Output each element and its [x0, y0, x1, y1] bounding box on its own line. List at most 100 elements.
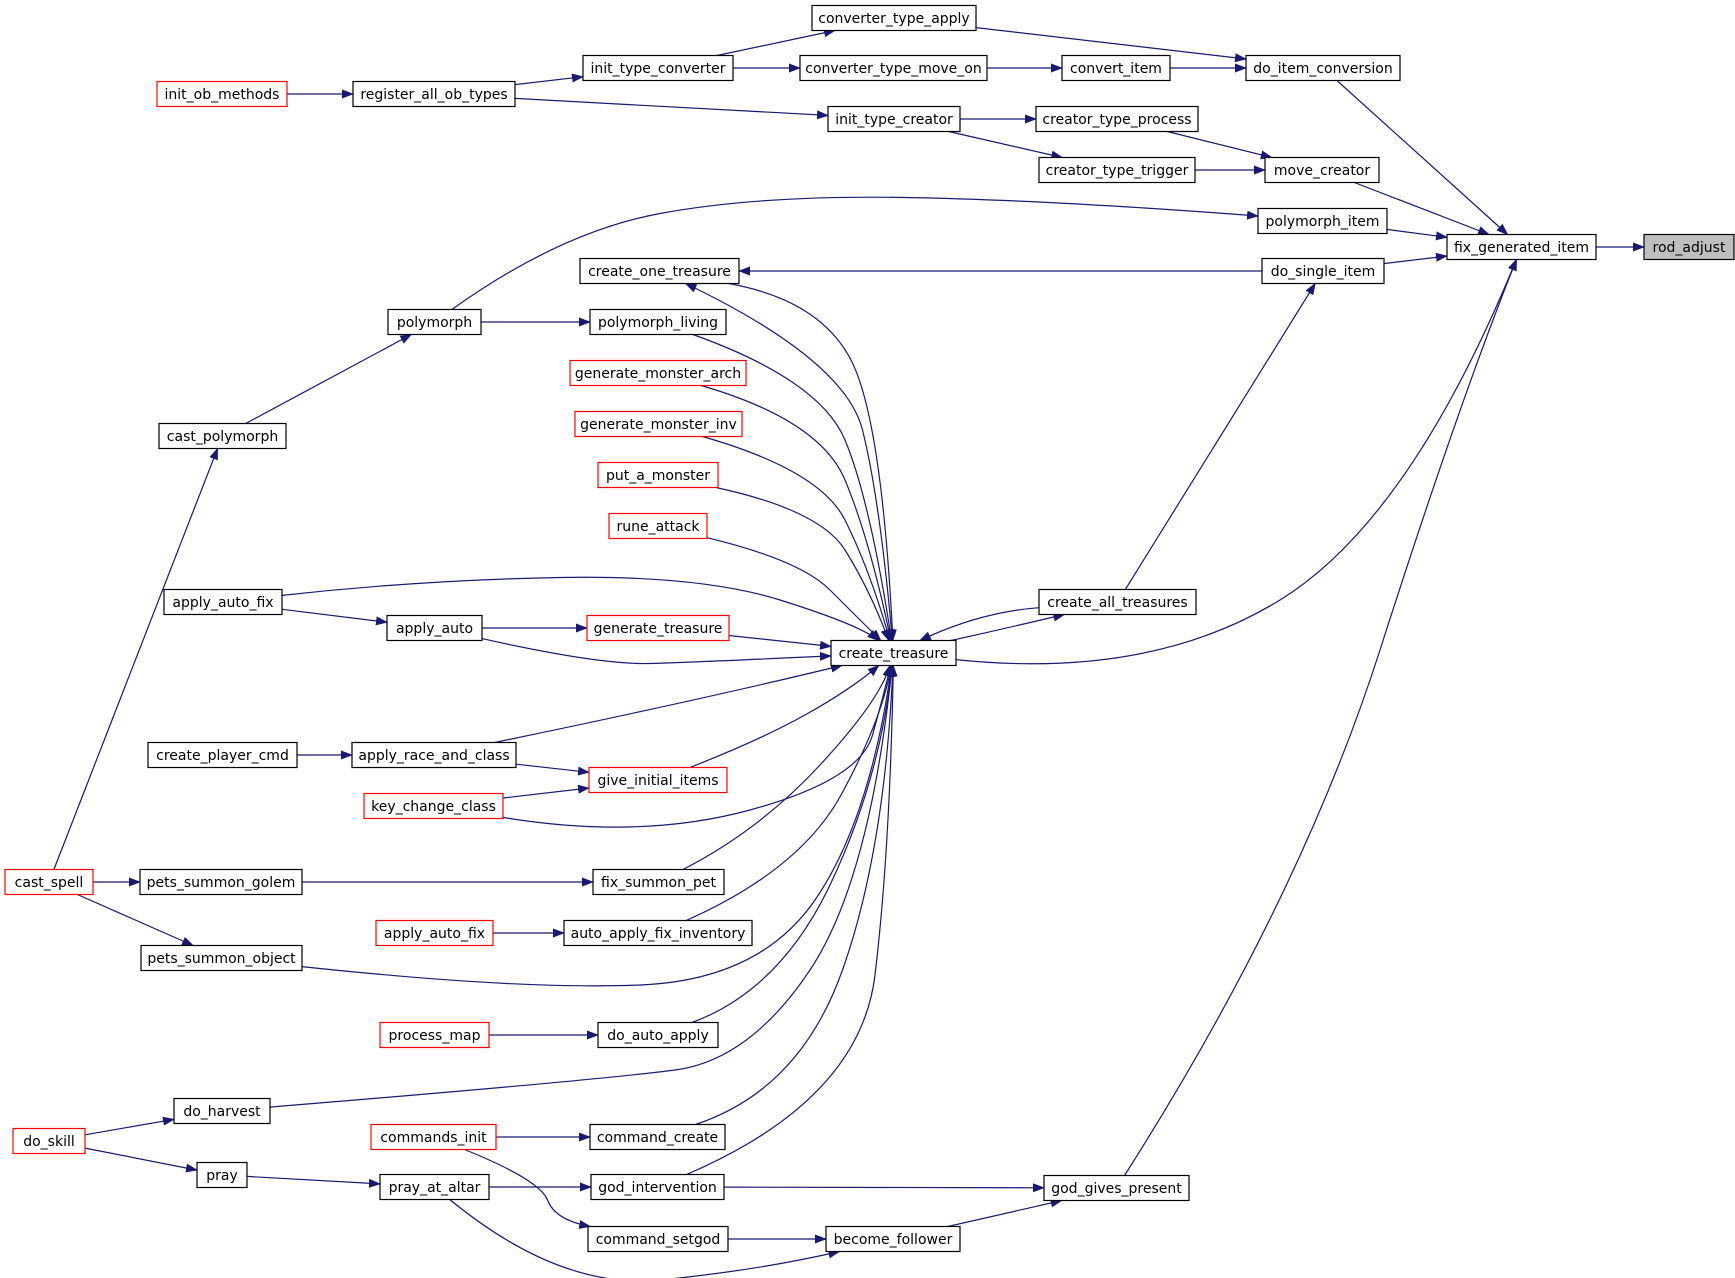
node-fix-summon-pet[interactable]: fix_summon_pet — [592, 868, 725, 896]
node-command-setgod[interactable]: command_setgod — [587, 1225, 729, 1253]
node-box[interactable] — [590, 1173, 725, 1201]
node-do-item-conversion[interactable]: do_item_conversion — [1245, 54, 1401, 82]
node-box[interactable] — [196, 1161, 248, 1189]
node-pets-summon-object[interactable]: pets_summon_object — [140, 944, 303, 972]
node-box[interactable] — [563, 919, 753, 947]
node-box[interactable] — [4, 868, 94, 896]
node-polymorph[interactable]: polymorph — [387, 308, 482, 336]
node-generate-monster-inv[interactable]: generate_monster_inv — [574, 410, 743, 438]
node-box[interactable] — [597, 1021, 719, 1049]
node-box[interactable] — [370, 1123, 497, 1151]
node-create-player-cmd[interactable]: create_player_cmd — [147, 741, 298, 769]
node-box[interactable] — [1264, 156, 1380, 184]
node-box[interactable] — [147, 741, 298, 769]
node-box[interactable] — [156, 80, 288, 108]
node-do-harvest[interactable]: do_harvest — [173, 1097, 271, 1125]
node-box[interactable] — [173, 1097, 271, 1125]
node-box[interactable] — [597, 461, 719, 489]
node-box[interactable] — [386, 614, 483, 642]
node-creator-type-trigger[interactable]: creator_type_trigger — [1038, 156, 1196, 184]
node-move-creator[interactable]: move_creator — [1264, 156, 1380, 184]
node-box[interactable] — [352, 80, 516, 108]
node-rod-adjust[interactable]: rod_adjust — [1643, 233, 1735, 261]
node-become-follower[interactable]: become_follower — [825, 1225, 961, 1253]
node-box[interactable] — [375, 919, 494, 947]
node-box[interactable] — [1038, 588, 1197, 616]
node-cast-polymorph[interactable]: cast_polymorph — [158, 422, 287, 450]
node-put-a-monster[interactable]: put_a_monster — [597, 461, 719, 489]
node-init-ob-methods[interactable]: init_ob_methods — [156, 80, 288, 108]
node-box[interactable] — [608, 512, 708, 540]
node-rune-attack[interactable]: rune_attack — [608, 512, 708, 540]
node-apply-auto-fix-2[interactable]: apply_auto_fix — [375, 919, 494, 947]
node-commands-init[interactable]: commands_init — [370, 1123, 497, 1151]
node-box[interactable] — [830, 639, 957, 667]
node-init-type-converter[interactable]: init_type_converter — [582, 54, 734, 82]
node-box[interactable] — [589, 308, 727, 336]
node-creator-type-process[interactable]: creator_type_process — [1035, 105, 1199, 133]
node-give-initial-items[interactable]: give_initial_items — [588, 766, 728, 794]
node-box[interactable] — [586, 614, 730, 642]
node-create-one-treasure[interactable]: create_one_treasure — [579, 257, 740, 285]
node-box[interactable] — [379, 1173, 490, 1201]
node-box[interactable] — [574, 410, 743, 438]
node-key-change-class[interactable]: key_change_class — [363, 792, 504, 820]
node-convert-item[interactable]: convert_item — [1061, 54, 1171, 82]
node-box[interactable] — [1643, 233, 1735, 261]
node-fix-generated-item[interactable]: fix_generated_item — [1446, 233, 1597, 261]
node-box[interactable] — [1257, 207, 1388, 235]
node-do-auto-apply[interactable]: do_auto_apply — [597, 1021, 719, 1049]
node-generate-treasure[interactable]: generate_treasure — [586, 614, 730, 642]
node-box[interactable] — [825, 1225, 961, 1253]
node-apply-auto-fix-1[interactable]: apply_auto_fix — [163, 588, 283, 616]
node-box[interactable] — [592, 868, 725, 896]
node-converter-type-move-on[interactable]: converter_type_move_on — [799, 54, 988, 82]
node-polymorph-living[interactable]: polymorph_living — [589, 308, 727, 336]
node-box[interactable] — [139, 868, 303, 896]
node-apply-auto[interactable]: apply_auto — [386, 614, 483, 642]
node-box[interactable] — [587, 1225, 729, 1253]
node-register-all-ob-types[interactable]: register_all_ob_types — [352, 80, 516, 108]
node-box[interactable] — [579, 257, 740, 285]
node-god-intervention[interactable]: god_intervention — [590, 1173, 725, 1201]
node-god-gives-present[interactable]: god_gives_present — [1043, 1174, 1190, 1202]
node-converter-type-apply[interactable]: converter_type_apply — [811, 4, 977, 32]
node-box[interactable] — [827, 105, 961, 133]
node-do-skill[interactable]: do_skill — [12, 1127, 86, 1155]
node-box[interactable] — [158, 422, 287, 450]
node-apply-race-and-class[interactable]: apply_race_and_class — [351, 741, 517, 769]
node-pray[interactable]: pray — [196, 1161, 248, 1189]
node-polymorph-item[interactable]: polymorph_item — [1257, 207, 1388, 235]
node-pets-summon-golem[interactable]: pets_summon_golem — [139, 868, 303, 896]
node-box[interactable] — [799, 54, 988, 82]
node-box[interactable] — [140, 944, 303, 972]
node-box[interactable] — [1245, 54, 1401, 82]
node-pray-at-altar[interactable]: pray_at_altar — [379, 1173, 490, 1201]
node-box[interactable] — [589, 1123, 726, 1151]
node-init-type-creator[interactable]: init_type_creator — [827, 105, 961, 133]
node-create-all-treasures[interactable]: create_all_treasures — [1038, 588, 1197, 616]
node-box[interactable] — [12, 1127, 86, 1155]
node-box[interactable] — [163, 588, 283, 616]
node-create-treasure[interactable]: create_treasure — [830, 639, 957, 667]
node-box[interactable] — [811, 4, 977, 32]
node-box[interactable] — [588, 766, 728, 794]
node-command-create[interactable]: command_create — [589, 1123, 726, 1151]
node-box[interactable] — [379, 1021, 490, 1049]
node-box[interactable] — [569, 359, 747, 387]
node-box[interactable] — [1061, 54, 1171, 82]
node-box[interactable] — [1035, 105, 1199, 133]
node-do-single-item[interactable]: do_single_item — [1261, 257, 1385, 285]
node-process-map[interactable]: process_map — [379, 1021, 490, 1049]
node-box[interactable] — [351, 741, 517, 769]
node-cast-spell[interactable]: cast_spell — [4, 868, 94, 896]
node-box[interactable] — [363, 792, 504, 820]
node-box[interactable] — [1446, 233, 1597, 261]
node-box[interactable] — [387, 308, 482, 336]
node-auto-apply-fix-inventory[interactable]: auto_apply_fix_inventory — [563, 919, 753, 947]
node-box[interactable] — [1038, 156, 1196, 184]
node-generate-monster-arch[interactable]: generate_monster_arch — [569, 359, 747, 387]
node-box[interactable] — [582, 54, 734, 82]
node-box[interactable] — [1043, 1174, 1190, 1202]
node-box[interactable] — [1261, 257, 1385, 285]
